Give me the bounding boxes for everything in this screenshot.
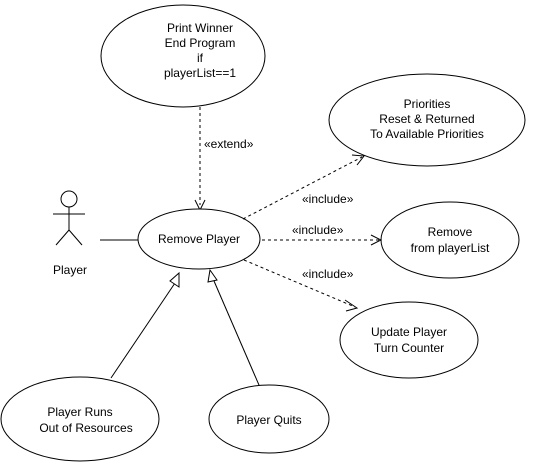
- usecase-remove-from-list-line2: from playerList: [411, 241, 490, 255]
- usecase-remove-player-ellipse: [137, 208, 261, 270]
- usecase-runs-out-line1: Player Runs: [47, 405, 112, 419]
- usecase-print-winner[interactable]: Print Winner End Program if playerList==…: [100, 4, 266, 108]
- actor-label: Player: [53, 263, 87, 277]
- usecase-remove-from-list-line1: Remove: [428, 225, 473, 239]
- usecase-remove-from-list[interactable]: Remove from playerList: [380, 201, 520, 279]
- include-priorities-arrowhead: [351, 154, 365, 166]
- generalization-quits-line: [213, 280, 263, 393]
- usecase-priorities[interactable]: Priorities Reset & Returned To Available…: [328, 73, 526, 167]
- extend-label: «extend»: [204, 137, 254, 151]
- actor-left-leg: [55, 229, 70, 246]
- usecase-priorities-line3: To Available Priorities: [370, 127, 484, 141]
- include-remove-relationship: «include»: [262, 223, 383, 246]
- include-update-line: [243, 259, 356, 308]
- usecase-print-winner-line3: if: [197, 51, 204, 65]
- generalization-runs-out-triangle: [169, 271, 180, 288]
- include-remove-arrowhead: [370, 234, 383, 246]
- usecase-print-winner-line4: playerList==1: [164, 66, 236, 80]
- usecase-update-counter-ellipse: [339, 301, 479, 379]
- usecase-priorities-ellipse: [328, 73, 526, 167]
- generalization-runs-out-line: [110, 282, 176, 379]
- usecase-update-counter[interactable]: Update Player Turn Counter: [339, 301, 479, 379]
- actor-right-leg: [68, 229, 83, 246]
- usecase-remove-from-list-ellipse: [380, 201, 520, 279]
- usecase-quits-ellipse: [208, 384, 330, 454]
- include-priorities-relationship: «include»: [242, 154, 365, 220]
- usecase-priorities-line2: Reset & Returned: [379, 112, 474, 126]
- generalization-quits-triangle: [207, 268, 218, 283]
- include-update-label: «include»: [302, 267, 354, 281]
- generalization-runs-out: [110, 271, 180, 379]
- usecase-update-counter-line1: Update Player: [371, 325, 447, 339]
- include-priorities-line: [242, 156, 363, 220]
- usecase-quits-label: Player Quits: [236, 413, 301, 427]
- usecase-priorities-line1: Priorities: [404, 97, 451, 111]
- usecase-runs-out-ellipse: [0, 376, 160, 462]
- usecase-quits[interactable]: Player Quits: [208, 384, 330, 454]
- usecase-remove-player-label: Remove Player: [158, 232, 240, 246]
- usecase-print-winner-line1: Print Winner: [167, 21, 233, 35]
- usecase-remove-player[interactable]: Remove Player: [137, 208, 261, 270]
- usecase-update-counter-line2: Turn Counter: [374, 341, 444, 355]
- include-priorities-label: «include»: [302, 192, 354, 206]
- include-update-relationship: «include»: [243, 259, 359, 312]
- usecase-print-winner-line2: End Program: [165, 36, 236, 50]
- usecase-print-winner-ellipse: [100, 4, 266, 108]
- actor-player[interactable]: Player: [53, 190, 87, 277]
- extend-relationship: «extend»: [194, 107, 254, 212]
- usecase-runs-out-line2: Out of Resources: [39, 421, 132, 435]
- generalization-quits: [207, 268, 263, 393]
- include-update-arrowhead: [344, 299, 359, 312]
- actor-head: [60, 190, 78, 208]
- include-remove-label: «include»: [292, 223, 344, 237]
- usecase-runs-out[interactable]: Player Runs Out of Resources: [0, 376, 160, 462]
